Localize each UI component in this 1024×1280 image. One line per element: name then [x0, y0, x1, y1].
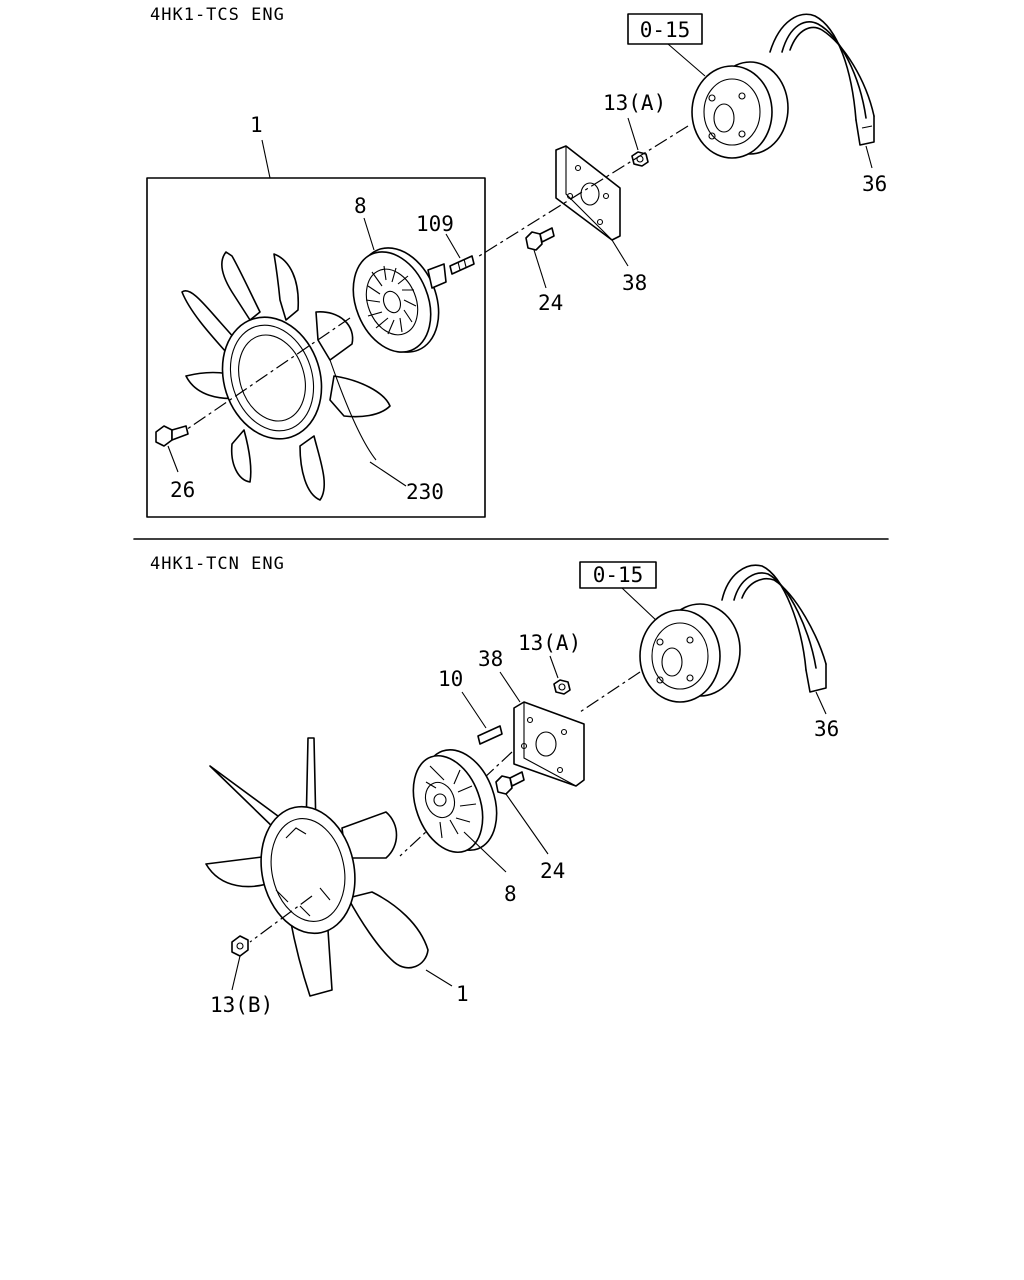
bolt-tcs [525, 227, 555, 251]
ref-box-label-tcn: 0-15 [593, 563, 644, 587]
nut-b-tcn [231, 935, 249, 957]
belt-tcn [721, 564, 827, 693]
callout-8-tcs: 8 [354, 194, 367, 218]
bolt-tcn [495, 771, 525, 795]
belt-tcs [769, 13, 875, 146]
section-tcs: 4HK1-TCS ENG 0-15 36 [146, 5, 887, 518]
stud-tcs [449, 255, 475, 275]
fan-assembly-frame-tcs [146, 177, 486, 518]
callout-24-tcs: 24 [538, 291, 563, 315]
callout-26-tcs: 26 [170, 478, 195, 502]
callout-38-tcs: 38 [622, 271, 647, 295]
callout-36-tcn: 36 [814, 717, 839, 741]
stud-tcn [477, 725, 503, 745]
ref-box-tcn[interactable]: 0-15 [579, 561, 657, 589]
callout-13a-tcs: 13(A) [603, 91, 666, 115]
fan-tcs [181, 251, 391, 501]
section-header-tcn: 4HK1-TCN ENG [150, 554, 285, 574]
clutch-tcs [352, 247, 447, 353]
nut-a-tcs [631, 151, 649, 167]
pulley-tcn [639, 603, 741, 703]
callout-1-tcn: 1 [456, 982, 469, 1006]
section-header-tcs: 4HK1-TCS ENG [150, 5, 285, 25]
fan-bolt-tcs [155, 425, 189, 447]
callout-24-tcn: 24 [540, 859, 565, 883]
spacer-tcs [555, 145, 621, 241]
section-tcn: 4HK1-TCN ENG 0-15 36 [150, 554, 839, 1017]
callout-230-tcs: 230 [406, 480, 444, 504]
ref-box-label-tcs: 0-15 [640, 18, 691, 42]
callout-13a-tcn: 13(A) [518, 631, 581, 655]
callout-36-tcs: 36 [862, 172, 887, 196]
clutch-tcn [412, 748, 498, 854]
callout-109-tcs: 109 [416, 212, 454, 236]
spacer-tcn [513, 701, 585, 787]
fan-tcn [205, 737, 429, 997]
nut-a-tcn [553, 679, 571, 695]
callout-10-tcn: 10 [438, 667, 463, 691]
ref-box-tcs[interactable]: 0-15 [627, 13, 703, 45]
pulley-tcs [691, 61, 789, 159]
callout-38-tcn: 38 [478, 647, 503, 671]
callout-13b-tcn: 13(B) [210, 993, 273, 1017]
callout-8-tcn: 8 [504, 882, 517, 906]
callout-1-tcs: 1 [250, 113, 263, 137]
